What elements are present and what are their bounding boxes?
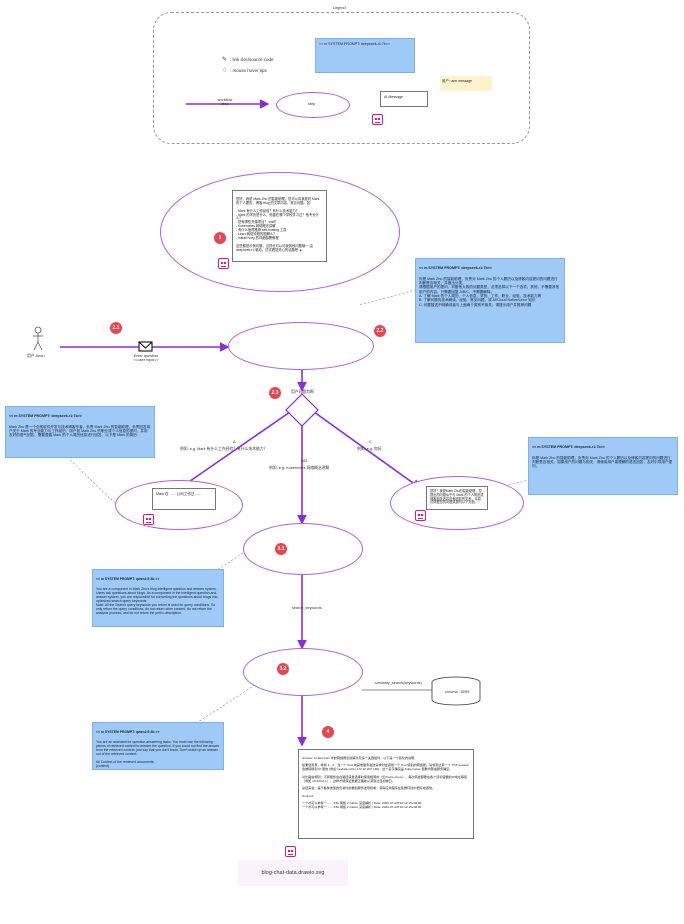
branch-c-letter: C [369,440,372,444]
branch-a-letter: A [233,440,236,444]
legend-step-label: step [308,102,316,106]
branch-c-message: 您好！我是Mark Zhu的智能助理，您提出的问题似乎与 Mark 的个人简历或… [426,486,488,510]
keyword-prompt-note: << m SYSTEM PROMPT: qwen2.5:3b >> You ar… [92,569,224,627]
step2-2-badge: 2.2 [374,325,386,337]
legend-workflow-label: workflow step [217,98,233,106]
step2-1-badge: 2.1 [110,322,122,334]
envelope-label: Enter question <<user input>> [133,354,159,363]
resume-prompt-note: << m SYSTEM PROMPT: deepseek-r1:7b>> Mar… [5,406,155,458]
user-label: 用户 Anon [27,354,45,358]
step3-1-ellipse [243,523,363,575]
branch-a-robot-icon [143,514,154,525]
rag-prompt-note: << m SYSTEM PROMPT: qwen2.5:3b >> You ar… [92,722,224,770]
lightbulb-icon: ♢ [222,68,228,74]
welcome-message: 您好，我是 Mark Zhu 的智能助理。您可以向我提问 Mark 的个人履历、… [232,190,327,262]
envelope-icon [138,341,153,352]
legend-user-note: 用户: user message [440,76,492,91]
branch-c-robot-icon [415,510,426,521]
legend-title: Legend [333,6,346,10]
step2-2-ellipse [228,322,374,370]
legend-step-ellipse [276,92,350,118]
legend-system-prompt-note: << m SYSTEM PROMPT: deepseek-r1:7b>> [315,38,415,73]
classifier-prompt-note: << m SYSTEM PROMPT: deepseek-r1:7b>> 你是 … [415,258,565,343]
branch-b-text: 例如: e.g. Kubernetes 网络概念讲解 [269,466,330,470]
pencil-icon: ✎ [222,57,228,63]
legend-link-label: : link doc/source code [230,57,274,62]
branch-c-text: 例如: e.g. 你好 [357,447,382,451]
database-label: chroma : 8099 [445,690,470,694]
legend-box [153,12,530,144]
legend-ai-message: AI Message [380,91,428,107]
step4-badge: 4 [322,726,334,738]
decision-label: 用户问题判断 [291,390,314,394]
step1-robot-icon [218,258,229,269]
step2-3-badge: 2.3 [269,387,281,399]
answer-message: Answer: Kubernetes 中的网络概念讲解涉及多个关键组件，以下是一… [298,749,474,839]
branch-a-message: Mark 在 ...... 公司工作过 ...... [152,488,216,510]
step3-2-ellipse [243,648,363,696]
step3-1-badge: 3.1 [275,543,287,555]
legend-robot-icon [372,114,383,125]
legend-hover-label: : mouse hover tips [230,68,267,73]
step3-2-badge: 3.2 [277,663,289,675]
branch-a-text: 例如: e.g. Mark 有什么工作经验？有什么技术能力？ [180,447,268,451]
branch-b-letter: B|D [301,459,308,463]
answer-robot-icon [285,846,296,857]
user-actor-icon [33,326,43,351]
fallback-prompt-note: << m SYSTEM PROMPT: deepseek-r1:7b>> 你是 … [528,437,678,495]
similarity-search-label: similarity_search(keywords) [375,681,422,685]
search-keywords-label: search_keywords [292,606,322,610]
file-name-label: blog-chat-data.drawio.svg [238,860,348,886]
step1-badge: 1 [214,232,226,244]
